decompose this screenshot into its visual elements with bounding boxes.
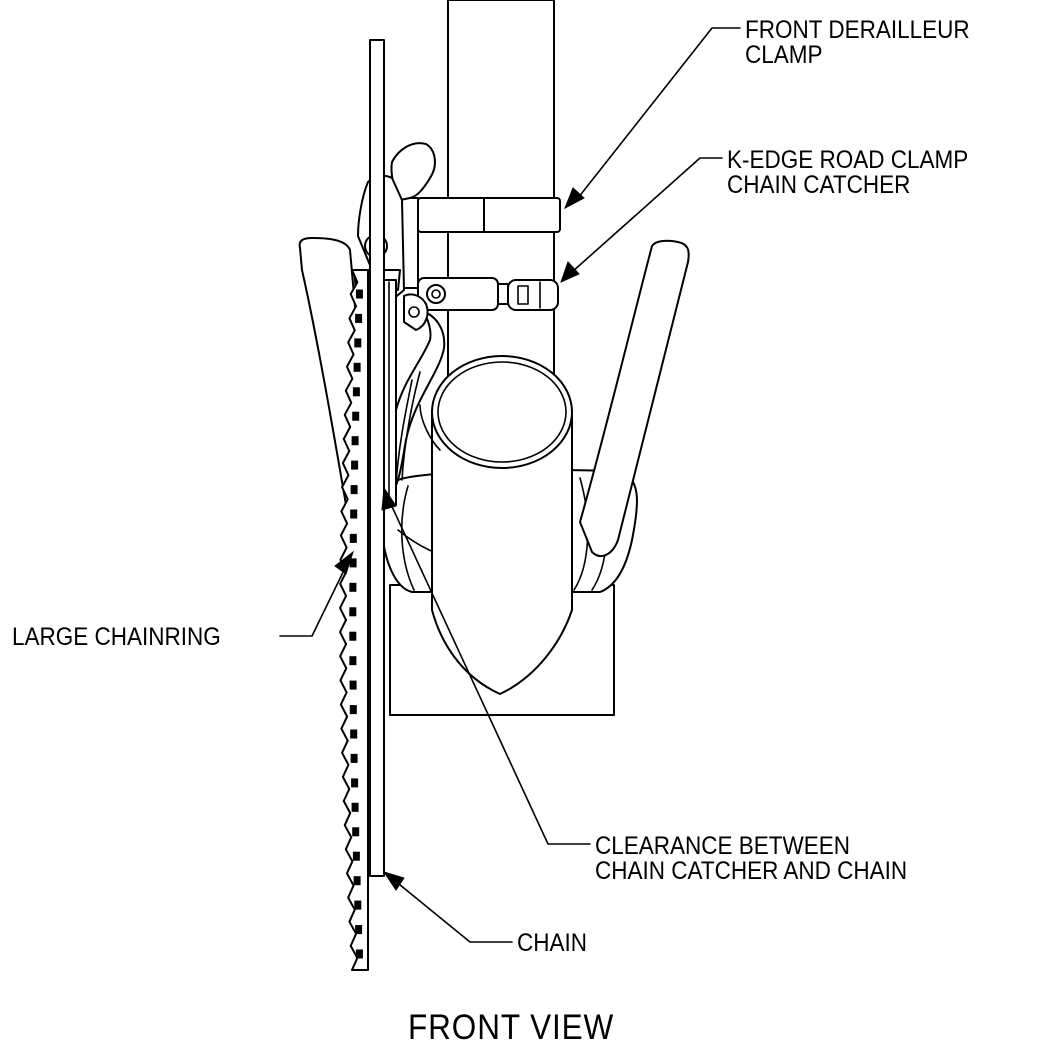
chainring-tooth: [352, 387, 360, 397]
chainring-tooth: [349, 607, 357, 617]
chainring-tooth: [351, 802, 359, 812]
drawing-title: FRONT VIEW: [408, 1008, 615, 1047]
chainring-tooth: [349, 533, 357, 543]
chainring-tooth: [352, 827, 360, 837]
label-line: CHAIN: [517, 929, 588, 957]
label-line: CLAMP: [745, 41, 823, 69]
chainring-tooth: [355, 949, 363, 959]
label-line: LARGE CHAINRING: [12, 623, 221, 651]
chainring-tooth: [349, 558, 357, 568]
chainring-tooth: [355, 313, 363, 323]
chainring-tooth: [354, 338, 362, 348]
label-chain: CHAIN: [517, 931, 587, 956]
chainring-tooth: [350, 509, 358, 519]
chainring-tooth: [349, 680, 357, 690]
label-line: CHAIN CATCHER: [727, 171, 911, 199]
chainring-tooth: [350, 729, 358, 739]
large-chainring: [339, 269, 369, 971]
label-line: CHAIN CATCHER AND CHAIN: [595, 857, 908, 885]
front-derailleur-clamp: [401, 197, 561, 289]
chain-catcher-arm: [383, 311, 446, 497]
chainring-tooth: [351, 778, 359, 788]
chainring-tooth: [355, 289, 363, 299]
right-seatstay: [579, 239, 690, 557]
label-large-chainring: LARGE CHAINRING: [12, 625, 221, 650]
chainring-tooth: [349, 656, 357, 666]
label-line: FRONT DERAILLEUR: [745, 16, 970, 44]
label-front-derailleur-clamp: FRONT DERAILLEUR CLAMP: [745, 18, 970, 68]
k-edge-chain-catcher-clamp: [417, 277, 559, 311]
label-k-edge-road-clamp: K-EDGE ROAD CLAMP CHAIN CATCHER: [727, 148, 968, 198]
chainring-tooth: [354, 900, 362, 910]
chainring-tooth: [350, 753, 358, 763]
chainring-tooth: [349, 705, 357, 715]
label-clearance: CLEARANCE BETWEEN CHAIN CATCHER AND CHAI…: [595, 834, 907, 884]
chainring-tooth: [349, 582, 357, 592]
chainring-tooth: [355, 925, 363, 935]
label-line: CLEARANCE BETWEEN: [595, 832, 851, 860]
chainring-tooth: [350, 485, 358, 495]
chainring-tooth: [351, 436, 359, 446]
chainring-tooth: [349, 631, 357, 641]
chainring-tooth: [352, 411, 360, 421]
leader-lines: [279, 27, 741, 943]
label-line: K-EDGE ROAD CLAMP: [727, 146, 969, 174]
chainring-tooth: [353, 876, 361, 886]
chain-strip: [369, 39, 385, 877]
down-tube: [419, 355, 573, 695]
chainring-tooth: [353, 362, 361, 372]
chainring-tooth: [352, 851, 360, 861]
chainring-tooth: [351, 460, 359, 470]
